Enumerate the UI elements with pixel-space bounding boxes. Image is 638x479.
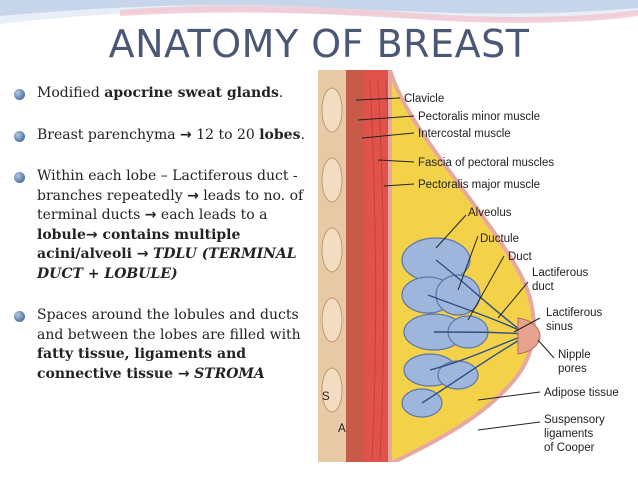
label-lactiferous-sinus-1: Lactiferous: [546, 307, 603, 319]
bullet-text-run: contains multiple acini/alveoli: [37, 226, 241, 263]
label-alveolus: Alveolus: [468, 207, 512, 219]
label-intercostal: Intercostal muscle: [418, 128, 511, 140]
bullet-text-run: apocrine sweat glands: [104, 85, 279, 101]
bullet-dot-icon: [14, 311, 25, 322]
label-letter-a: A: [338, 423, 346, 435]
label-adipose: Adipose tissue: [544, 387, 619, 399]
label-lactiferous-duct-1: Lactiferous: [532, 267, 589, 279]
bullet-text-run: fatty tissue, ligaments and connective t…: [37, 346, 247, 382]
bullet-text-run: STROMA: [194, 365, 265, 382]
breast-anatomy-illustration: Clavicle Pectoralis minor muscle Interco…: [318, 70, 630, 462]
bullet-text: Spaces around the lobules and ducts and …: [37, 307, 301, 382]
bullet-text-run: TDLU (TERMINAL DUCT + LOBULE): [37, 246, 297, 282]
bullet-text-run: Within each lobe – Lactiferous duct - br…: [37, 168, 298, 204]
bullet-item: Breast parenchyma → 12 to 20 lobes.: [10, 126, 320, 146]
label-nipple-pores-2: pores: [558, 363, 587, 375]
bullet-text-run: lobes: [259, 126, 301, 143]
bullet-text-run: lobule: [37, 226, 86, 243]
arrow-icon: →: [180, 126, 192, 143]
bullet-text-run: 12 to 20: [191, 126, 260, 143]
top-wave-decoration: [0, 0, 638, 24]
bullet-text: Within each lobe – Lactiferous duct - br…: [37, 168, 303, 282]
label-clavicle: Clavicle: [404, 93, 444, 105]
label-ductule: Ductule: [480, 233, 519, 245]
bullet-text-run: Breast parenchyma: [37, 126, 181, 143]
bullet-item: Within each lobe – Lactiferous duct - br…: [10, 167, 320, 284]
bullet-text-run: Spaces around the lobules and ducts and …: [37, 307, 301, 343]
label-suspensory-1: Suspensory: [544, 414, 605, 426]
bullet-dot-icon: [14, 89, 25, 100]
bullet-item: Spaces around the lobules and ducts and …: [10, 306, 320, 384]
bullet-text-run: leads to no. of terminal ducts: [37, 187, 304, 224]
bullet-text-run: .: [300, 126, 305, 143]
page-title: ANATOMY OF BREAST: [108, 22, 530, 66]
bullet-dot-icon: [14, 172, 25, 183]
label-lactiferous-duct-2: duct: [532, 281, 555, 293]
label-suspensory-2: ligaments: [544, 428, 593, 440]
bullet-text: Breast parenchyma → 12 to 20 lobes.: [37, 127, 305, 143]
label-fascia: Fascia of pectoral muscles: [418, 157, 554, 169]
bullet-dot-icon: [14, 130, 25, 142]
label-lactiferous-sinus-2: sinus: [546, 321, 573, 333]
bullet-item: Modified apocrine sweat glands.: [10, 84, 320, 104]
bullet-text-run: each leads to a: [156, 207, 268, 223]
bullet-text-run: .: [278, 85, 284, 101]
bullet-text-run: Modified: [37, 85, 105, 101]
label-suspensory-3: of Cooper: [544, 442, 595, 454]
arrow-icon: →: [85, 226, 98, 243]
arrow-icon: →: [144, 207, 157, 223]
label-duct: Duct: [508, 251, 532, 263]
arrow-icon: →: [187, 187, 199, 204]
label-letter-s: S: [322, 391, 330, 403]
arrow-icon: →: [177, 365, 190, 382]
arrow-icon: →: [136, 246, 149, 262]
bullet-text: Modified apocrine sweat glands.: [37, 85, 283, 101]
label-pectoralis-minor: Pectoralis minor muscle: [418, 111, 540, 123]
label-nipple-pores-1: Nipple: [558, 349, 591, 361]
bullet-list: Modified apocrine sweat glands. Breast p…: [10, 84, 320, 406]
label-pectoralis-major: Pectoralis major muscle: [418, 179, 540, 191]
